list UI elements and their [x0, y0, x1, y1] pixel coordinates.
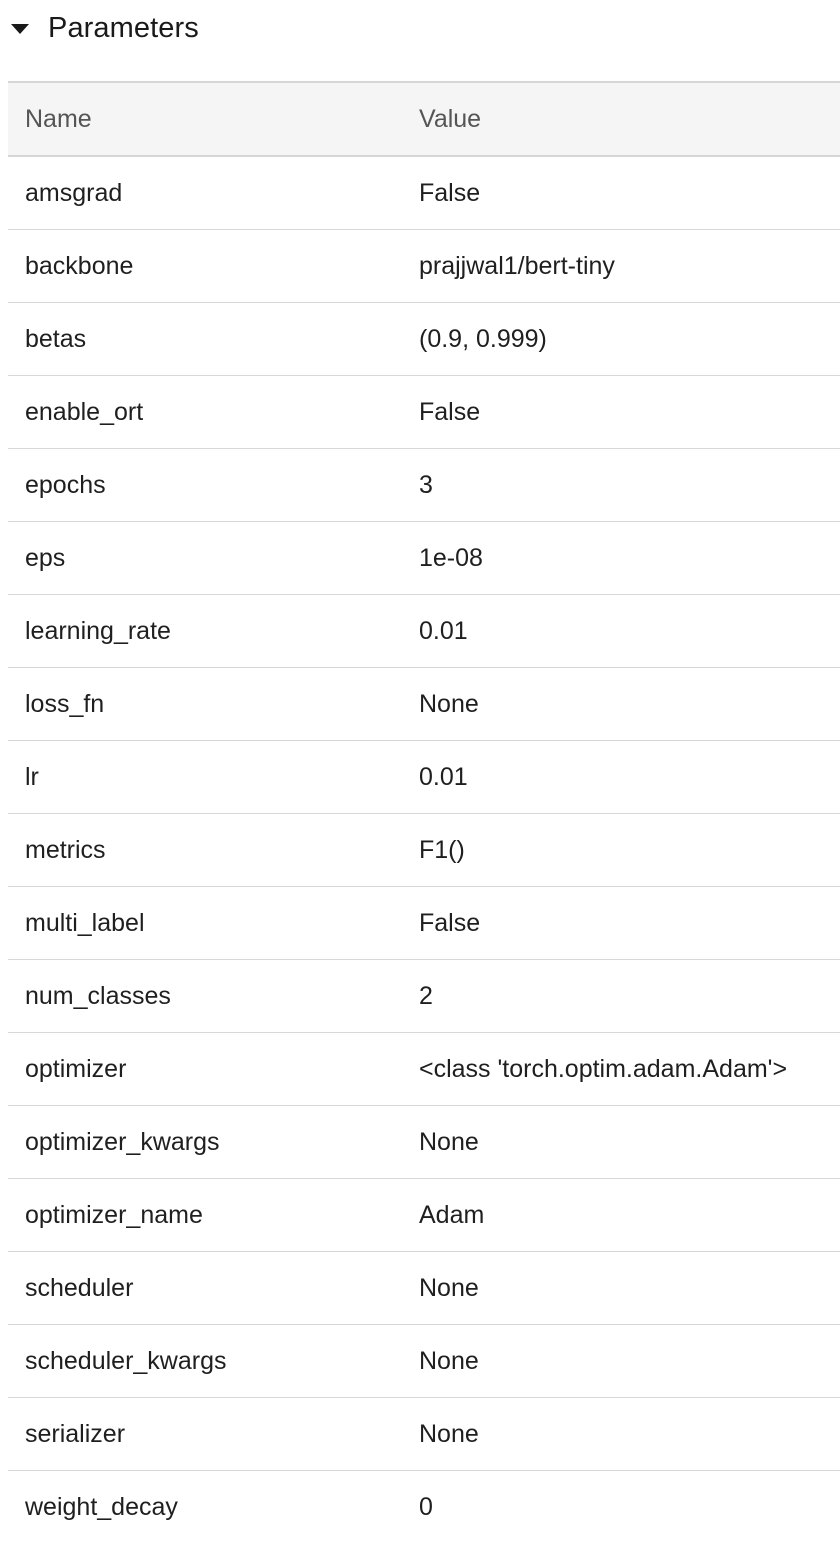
- param-value-cell: 1e-08: [403, 521, 840, 595]
- section-title: Parameters: [48, 12, 199, 44]
- caret-down-icon[interactable]: [11, 24, 29, 34]
- param-value-cell: (0.9, 0.999): [403, 302, 840, 376]
- param-value-cell: Adam: [403, 1178, 840, 1252]
- param-value-cell: F1(): [403, 813, 840, 887]
- param-name-cell: optimizer_name: [8, 1178, 403, 1252]
- param-name-cell: betas: [8, 302, 403, 376]
- param-value-cell: None: [403, 1251, 840, 1325]
- param-name-cell: loss_fn: [8, 667, 403, 741]
- table-row: optimizer<class 'torch.optim.adam.Adam'>: [8, 1032, 840, 1106]
- table-row: weight_decay 0: [8, 1471, 840, 1543]
- param-name-cell: weight_decay: [25, 1492, 178, 1521]
- param-name-cell: amsgrad: [8, 156, 403, 230]
- param-value-cell: False: [403, 156, 840, 230]
- param-name-cell: multi_label: [8, 886, 403, 960]
- param-name-cell: enable_ort: [8, 375, 403, 449]
- param-name-cell: metrics: [8, 813, 403, 887]
- param-value-cell: 2: [403, 959, 840, 1033]
- param-name-cell: scheduler_kwargs: [8, 1324, 403, 1398]
- table-header-row: Name Value: [8, 81, 840, 157]
- param-name-cell: backbone: [8, 229, 403, 303]
- param-value-cell: False: [403, 375, 840, 449]
- param-value-cell: 0: [419, 1492, 433, 1521]
- column-header-name: Name: [8, 81, 403, 157]
- param-value-cell: 0.01: [403, 594, 840, 668]
- param-name-cell: optimizer_kwargs: [8, 1105, 403, 1179]
- param-name-cell: lr: [8, 740, 403, 814]
- param-value-cell: 3: [403, 448, 840, 522]
- param-value-cell: <class 'torch.optim.adam.Adam'>: [403, 1032, 840, 1106]
- parameters-section-toggle[interactable]: Parameters: [0, 0, 840, 58]
- param-name-cell: optimizer: [8, 1032, 403, 1106]
- param-value-cell: False: [403, 886, 840, 960]
- param-name-cell: serializer: [8, 1397, 403, 1471]
- param-name-cell: scheduler: [8, 1251, 403, 1325]
- param-value-cell: None: [403, 1397, 840, 1471]
- param-value-cell: None: [403, 667, 840, 741]
- param-value-cell: None: [403, 1324, 840, 1398]
- param-name-cell: num_classes: [8, 959, 403, 1033]
- param-name-cell: eps: [8, 521, 403, 595]
- param-value-cell: prajjwal1/bert-tiny: [403, 229, 840, 303]
- table-row: betas(0.9, 0.999): [8, 302, 840, 376]
- param-name-cell: epochs: [8, 448, 403, 522]
- param-name-cell: learning_rate: [8, 594, 403, 668]
- param-value-cell: None: [403, 1105, 840, 1179]
- column-header-value: Value: [403, 81, 840, 157]
- param-value-cell: 0.01: [403, 740, 840, 814]
